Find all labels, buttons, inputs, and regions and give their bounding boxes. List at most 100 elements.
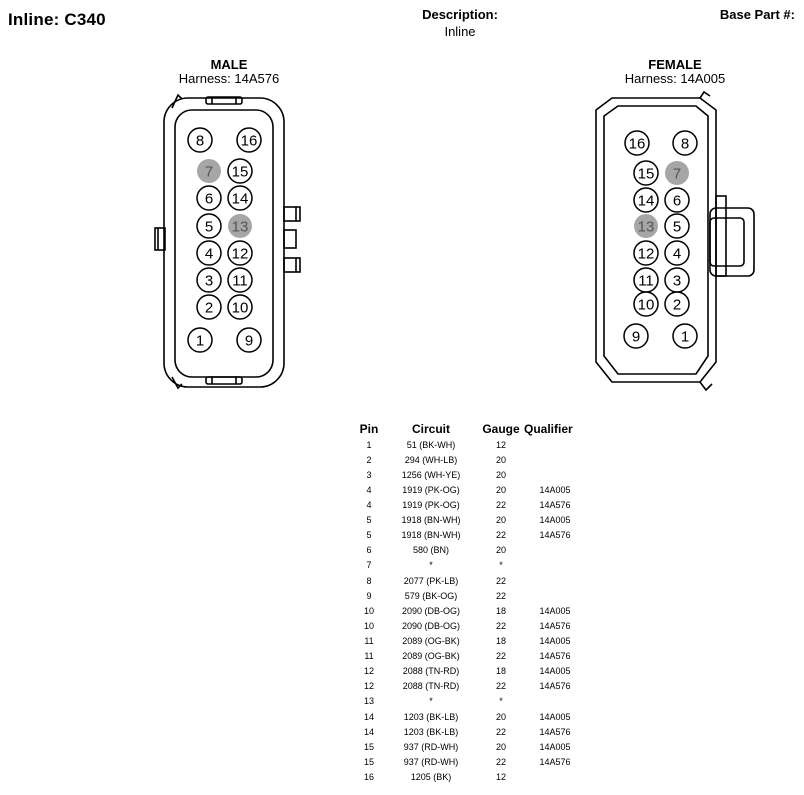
pin-cavity <box>664 187 690 213</box>
male-harness-label: Harness: 14A576 <box>178 71 280 86</box>
cell-qualifier: 14A005 <box>539 666 571 677</box>
pin-number: 16 <box>629 136 646 153</box>
cell-pin: 15 <box>363 741 374 752</box>
female-pin-6: 6 <box>664 187 690 213</box>
cell-qualifier <box>524 452 586 467</box>
pin-number: 7 <box>673 166 681 183</box>
cell-gauge: 22 <box>495 530 506 541</box>
female-pin-10: 10 <box>633 291 659 317</box>
cell-circuit: 2089 (OG-BK) <box>402 635 460 646</box>
cell-circuit: 2088 (TN-RD) <box>402 666 460 677</box>
cell-qualifier <box>524 558 586 573</box>
cell-gauge: 20 <box>495 741 506 752</box>
male-pin-8: 8 <box>187 127 213 153</box>
table-row: 7** <box>354 558 586 573</box>
column-header-gauge: Gauge <box>482 422 520 436</box>
pin-number: 12 <box>638 246 655 263</box>
cell-qualifier <box>524 588 586 603</box>
cell-circuit: * <box>429 560 433 571</box>
cell-pin: 10 <box>363 605 374 616</box>
pin-number: 12 <box>232 246 249 263</box>
cell-gauge: 20 <box>495 469 506 480</box>
cell-qualifier <box>524 694 586 709</box>
pin-cavity <box>196 240 222 266</box>
pin-number: 11 <box>638 273 654 290</box>
cell-circuit: 1918 (BN-WH) <box>401 515 461 526</box>
cell-circuit: 937 (RD-WH) <box>403 756 459 767</box>
cell-pin: 15 <box>363 756 374 767</box>
male-pin-11: 11 <box>227 267 253 293</box>
cell-qualifier: 14A576 <box>539 651 571 662</box>
pin-number: 14 <box>638 193 655 210</box>
pin-number: 9 <box>632 329 640 346</box>
cell-pin: 2 <box>366 454 372 465</box>
pin-cavity <box>623 323 649 349</box>
cell-gauge: 22 <box>495 590 506 601</box>
pin-number: 3 <box>205 273 213 290</box>
cell-gauge: 20 <box>495 515 506 526</box>
male-pin-7: 7 <box>197 159 221 183</box>
cell-gauge: 20 <box>495 711 506 722</box>
cell-pin: 14 <box>363 726 374 737</box>
pin-cavity <box>227 185 253 211</box>
pin-number: 9 <box>245 333 253 350</box>
pin-number: 2 <box>205 300 213 317</box>
cell-circuit: 2090 (DB-OG) <box>401 605 461 616</box>
cell-gauge: * <box>499 560 503 571</box>
cell-gauge: 12 <box>495 771 506 782</box>
cell-pin: 11 <box>364 651 374 662</box>
pin-number: 3 <box>673 273 681 290</box>
pin-number: 11 <box>232 273 248 290</box>
cell-pin: 1 <box>366 439 372 450</box>
cell-qualifier: 14A576 <box>539 756 571 767</box>
cell-gauge: 22 <box>495 575 506 586</box>
cell-qualifier <box>524 467 586 482</box>
pin-number: 16 <box>241 133 258 150</box>
pin-number: 1 <box>196 333 204 350</box>
cell-pin: 6 <box>366 545 372 556</box>
pin-cavity <box>624 130 650 156</box>
cell-gauge: 22 <box>495 681 506 692</box>
male-pin-15: 15 <box>227 158 253 184</box>
cell-circuit: 579 (BK-OG) <box>404 590 458 601</box>
cell-circuit: * <box>429 696 433 707</box>
cell-circuit: 2077 (PK-LB) <box>403 575 459 586</box>
pin-cavity <box>227 267 253 293</box>
cell-gauge: 22 <box>495 620 506 631</box>
male-pin-14: 14 <box>227 185 253 211</box>
cell-qualifier: 14A576 <box>539 499 571 510</box>
pin-number: 8 <box>681 136 689 153</box>
female-pin-8: 8 <box>672 130 698 156</box>
male-pin-16: 16 <box>236 127 262 153</box>
female-pin-13: 13 <box>634 214 658 238</box>
male-pin-2: 2 <box>196 294 222 320</box>
pin-cavity <box>196 294 222 320</box>
pin-cavity <box>672 130 698 156</box>
cell-qualifier: 14A576 <box>539 530 571 541</box>
table-header-row: Pin Circuit Gauge Qualifier <box>354 421 586 437</box>
column-header-qualifier: Qualifier <box>524 422 573 436</box>
cell-pin: 14 <box>363 711 374 722</box>
pin-cavity <box>664 240 690 266</box>
cell-gauge: 20 <box>495 545 506 556</box>
cell-pin: 12 <box>363 666 374 677</box>
pin-number: 15 <box>232 164 249 181</box>
male-connector-body <box>154 93 301 390</box>
pin-number: 1 <box>681 329 689 346</box>
cell-qualifier <box>524 573 586 588</box>
female-pin-3: 3 <box>664 267 690 293</box>
cell-qualifier: 14A005 <box>539 741 571 752</box>
cell-pin: 4 <box>366 484 372 495</box>
connector-title: Inline: C340 <box>8 10 106 29</box>
pin-number: 4 <box>673 246 681 263</box>
female-pin-1: 1 <box>672 323 698 349</box>
pin-number: 13 <box>232 219 249 236</box>
cell-pin: 13 <box>363 696 374 707</box>
